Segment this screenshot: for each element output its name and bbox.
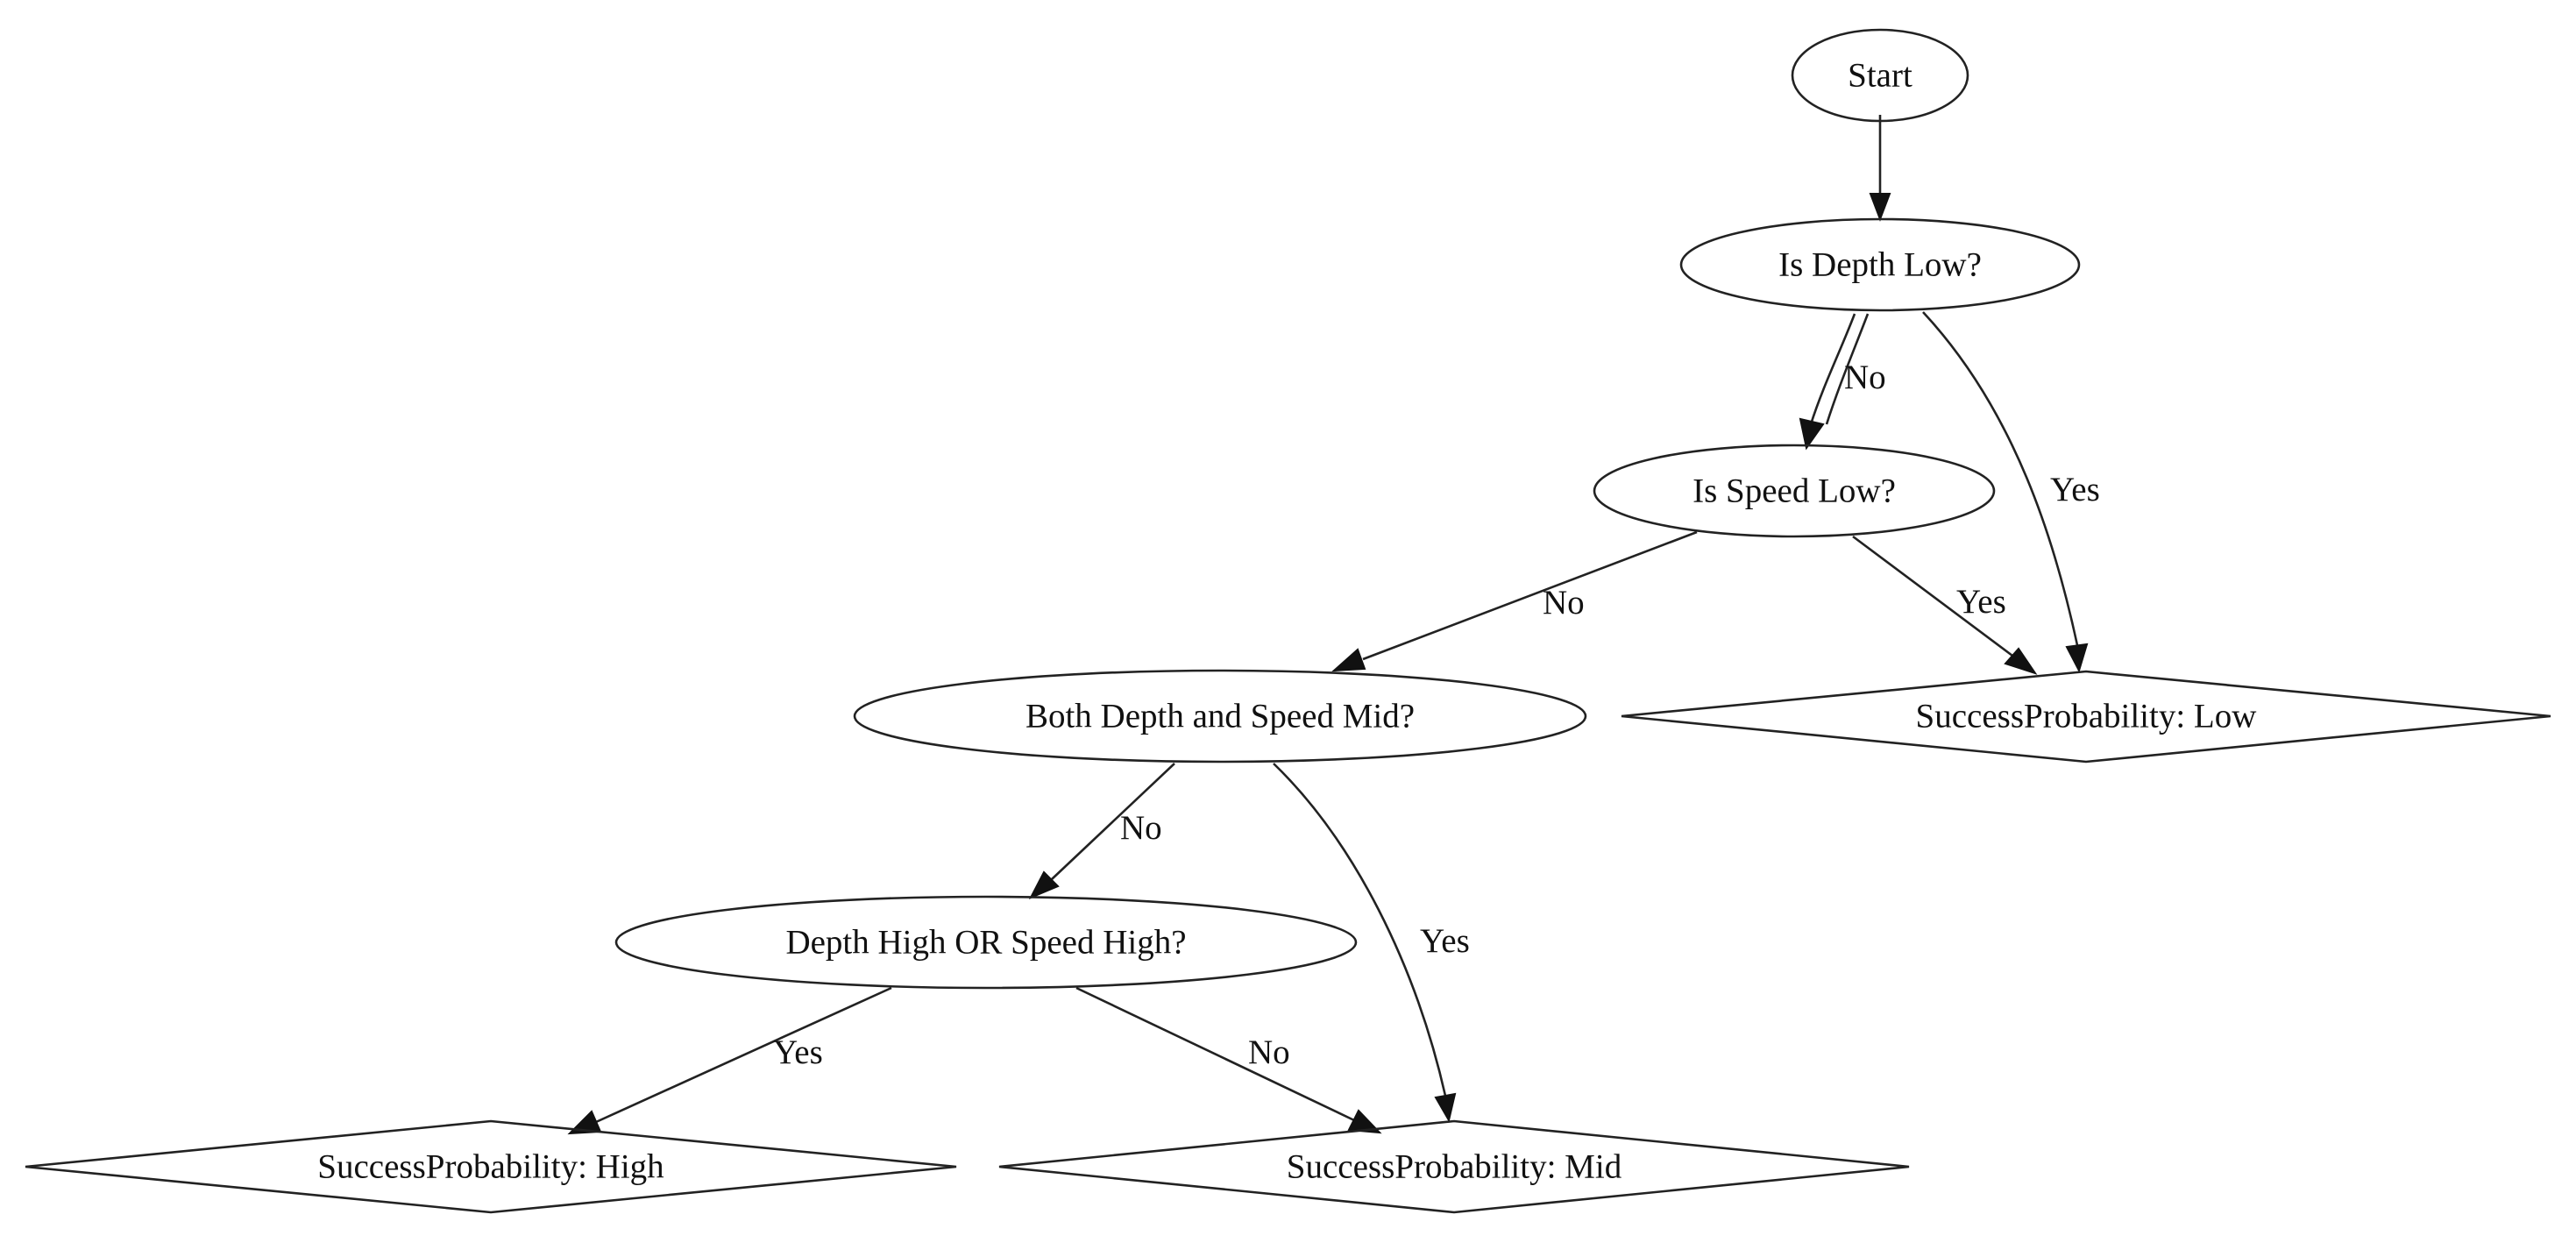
- node-label-success-mid: SuccessProbability: Mid: [1287, 1148, 1622, 1186]
- edge-high-no: No: [1075, 986, 1382, 1134]
- arrow-head: [1331, 648, 1366, 672]
- node-label-start: Start: [1848, 57, 1912, 95]
- node-both-mid: Both Depth and Speed Mid?: [853, 669, 1587, 763]
- node-success-high: SuccessProbability: High: [25, 1119, 957, 1214]
- node-success-mid: SuccessProbability: Mid: [998, 1119, 1910, 1214]
- edge-label-mid-no: No: [1120, 809, 1162, 847]
- edge-high-yes: Yes: [567, 986, 892, 1135]
- node-label-success-high: SuccessProbability: High: [317, 1148, 664, 1186]
- arrow-head: [2004, 647, 2038, 675]
- edge-start-to-depth: [1869, 115, 1891, 222]
- node-start: Start: [1791, 28, 1969, 123]
- edge-label-depth-yes: Yes: [2050, 471, 2100, 508]
- arrow-head: [1799, 417, 1825, 451]
- edge-speed-no: No: [1331, 530, 1698, 672]
- arrow-head: [1028, 870, 1060, 899]
- edge-label-high-no: No: [1248, 1033, 1290, 1071]
- node-label-success-low: SuccessProbability: Low: [1916, 698, 2257, 735]
- node-is-depth-low: Is Depth Low?: [1679, 217, 2081, 312]
- edge-label-speed-yes: Yes: [1956, 583, 2006, 621]
- node-depth-high-or-speed-high: Depth High OR Speed High?: [614, 895, 1358, 990]
- node-label-is-depth-low: Is Depth Low?: [1778, 246, 1982, 284]
- arrow-head: [567, 1110, 602, 1135]
- node-label-depth-high-or-speed-high: Depth High OR Speed High?: [785, 924, 1186, 962]
- arrow-head: [2065, 643, 2089, 673]
- node-label-both-mid: Both Depth and Speed Mid?: [1025, 698, 1415, 735]
- edge-mid-no: No: [1028, 763, 1175, 899]
- node-is-speed-low: Is Speed Low?: [1593, 444, 1996, 538]
- edge-label-depth-no: No: [1844, 359, 1886, 396]
- arrow-head: [1869, 193, 1891, 222]
- edge-speed-yes: Yes: [1852, 535, 2038, 675]
- edge-label-speed-no: No: [1543, 584, 1585, 621]
- edge-depth-yes: Yes: [1922, 311, 2100, 673]
- edge-label-high-yes: Yes: [773, 1033, 823, 1071]
- edge-label-mid-yes: Yes: [1420, 922, 1470, 960]
- edge-depth-no: No: [1799, 313, 1886, 451]
- arrow-head: [1434, 1092, 1457, 1123]
- edge-mid-yes: Yes: [1273, 763, 1470, 1123]
- node-label-is-speed-low: Is Speed Low?: [1692, 472, 1896, 510]
- node-success-low: SuccessProbability: Low: [1621, 670, 2551, 763]
